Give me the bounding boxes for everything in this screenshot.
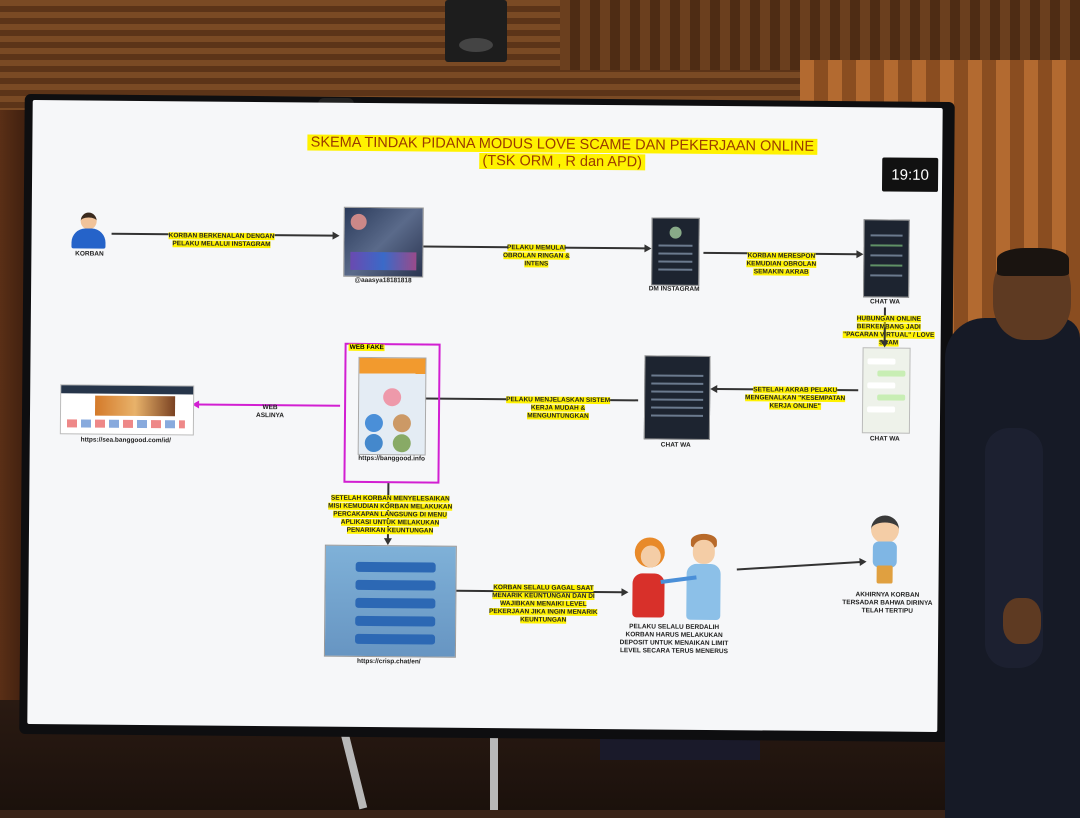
victim-label: KORBAN	[75, 250, 104, 258]
diagram-title: SKEMA TINDAK PIDANA MODUS LOVE SCAME DAN…	[282, 134, 842, 173]
arrow-down-right-2	[883, 327, 886, 342]
step-4-label: HUBUNGAN ONLINE BERKEMBANG JADI "PACARAN…	[839, 315, 939, 348]
chat-wa-screenshot-1	[863, 219, 910, 298]
web-fake-url: https://banggood.info	[358, 454, 426, 463]
step-9-label: KORBAN SELALU GAGAL SAAT MENARIK KEUNTUN…	[489, 584, 598, 624]
chat-wa-1-label: CHAT WA	[870, 298, 900, 306]
sad-victim-illustration	[865, 515, 906, 585]
time-display: 19:10	[881, 157, 939, 192]
tv-screen: SKEMA TINDAK PIDANA MODUS LOVE SCAME DAN…	[27, 100, 943, 732]
step-8-label: SETELAH KORBAN MENYELESAIKAN MISI KEMUDI…	[328, 494, 453, 535]
step-7-label: WEB ASLINYA	[255, 404, 284, 420]
step-6-label: PELAKU MENJELASKAN SISTEM KERJA MUDAH & …	[506, 396, 611, 420]
chat-wa-screenshot-3	[643, 355, 711, 440]
chat-wa-2-label: CHAT WA	[869, 435, 900, 443]
title-line-2: (TSK ORM , R dan APD)	[479, 152, 646, 171]
web-asli-screenshot	[59, 384, 195, 436]
dm-instagram-screenshot	[651, 217, 700, 286]
crisp-url: https://crisp.chat/en/	[357, 657, 421, 666]
step-3-label: KORBAN MERESPON KEMUDIAN OBROLAN SEMAKIN…	[746, 252, 817, 276]
step-5-label: SETELAH AKRAB PELAKU MENGENALKAN "KESEMP…	[745, 386, 846, 410]
step-1-label: KORBAN BERKENALAN DENGAN PELAKU MELALUI …	[168, 232, 275, 249]
ceiling-speaker	[445, 0, 507, 62]
step-11-label: AKHIRNYA KORBAN TERSADAR BAHWA DIRINYA T…	[842, 591, 933, 615]
victim-icon	[71, 212, 106, 249]
web-fake-label: WEB FAKE	[348, 343, 385, 352]
ceiling-slats	[560, 0, 1080, 70]
person-standing	[945, 248, 1080, 818]
step-10-label: PELAKU SELALU BERDALIH KORBAN HARUS MELA…	[619, 623, 729, 656]
chat-wa-screenshot-2	[861, 347, 911, 434]
web-fake-screenshot	[357, 356, 427, 456]
instagram-handle: @aaasya18181818	[354, 276, 412, 285]
crisp-chat-screenshot	[323, 544, 457, 658]
chat-wa-3-label: CHAT WA	[660, 441, 691, 449]
web-fake-frame: WEB FAKE https://banggood.info	[343, 342, 441, 484]
title-line-1: SKEMA TINDAK PIDANA MODUS LOVE SCAME DAN…	[307, 134, 818, 155]
web-asli-url: https://sea.banggood.com/id/	[80, 436, 171, 445]
instagram-screenshot	[343, 206, 424, 278]
arrow-step-11	[736, 560, 861, 571]
couple-illustration	[626, 533, 739, 622]
step-2-label: PELAKU MEMULAI OBROLAN RINGAN & INTENS	[502, 244, 570, 268]
dm-instagram-label: DM INSTAGRAM	[648, 285, 700, 293]
tv-stand	[332, 700, 640, 810]
